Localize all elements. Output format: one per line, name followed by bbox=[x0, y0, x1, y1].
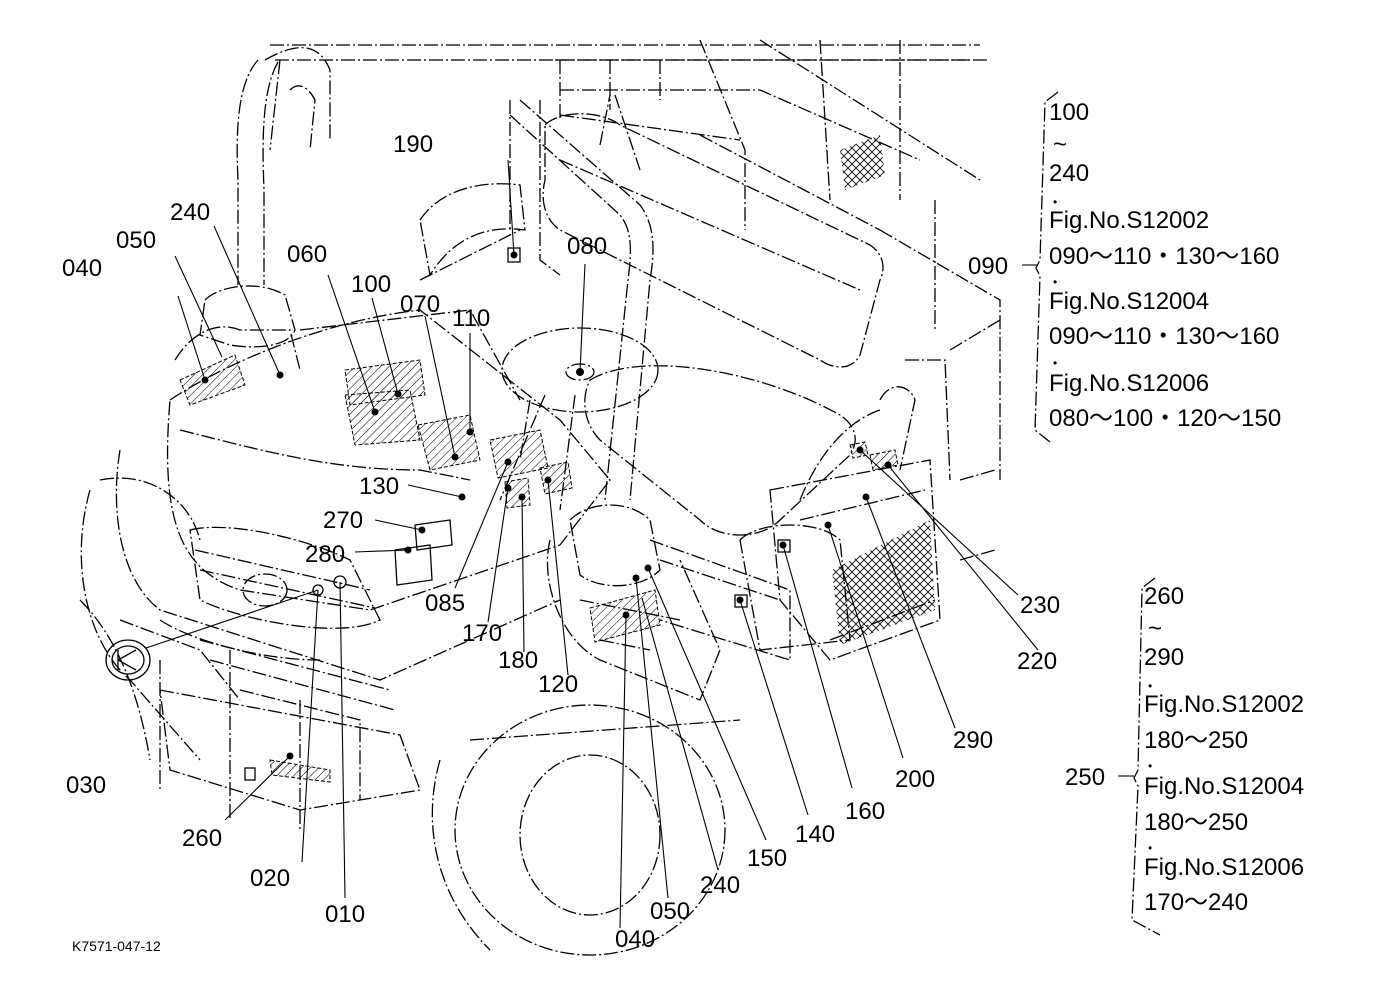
callout-170: 170 bbox=[462, 620, 502, 647]
ref-250-line-12: 170～240 bbox=[1144, 889, 1248, 916]
callout-050-bottom: 050 bbox=[650, 898, 690, 925]
callout-points bbox=[201, 251, 892, 760]
callout-180: 180 bbox=[498, 647, 538, 674]
reference-090: 090 100 ~ 240 • Fig.No.S12002 090～110・13… bbox=[968, 91, 1281, 443]
ref-250-line-1: 260 bbox=[1144, 583, 1184, 610]
ref-090-line-9: 090～110・130～160 bbox=[1049, 323, 1279, 350]
callout-220: 220 bbox=[1017, 648, 1057, 675]
ref-090-line-10: • bbox=[1053, 356, 1057, 370]
callout-130: 130 bbox=[359, 473, 399, 500]
callout-010: 010 bbox=[325, 901, 365, 928]
ref-090-line-8: Fig.No.S12004 bbox=[1049, 288, 1209, 315]
callout-085: 085 bbox=[425, 590, 465, 617]
ref-090-line-7: • bbox=[1053, 275, 1057, 289]
figure-code: K7571-047-12 bbox=[72, 938, 161, 954]
callout-140: 140 bbox=[795, 821, 835, 848]
leader-lines bbox=[145, 159, 1039, 929]
callout-040-bottom: 040 bbox=[615, 926, 655, 953]
callout-120: 120 bbox=[538, 671, 578, 698]
ref-250-line-10: • bbox=[1148, 841, 1152, 855]
callout-190: 190 bbox=[393, 131, 433, 158]
callout-270: 270 bbox=[323, 507, 363, 534]
ref-090-line-6: 090～110・130～160 bbox=[1049, 243, 1279, 270]
callout-080: 080 bbox=[567, 233, 607, 260]
ref-250-line-3: 290 bbox=[1144, 644, 1184, 671]
callout-070: 070 bbox=[400, 291, 440, 318]
callout-150: 150 bbox=[747, 845, 787, 872]
callout-100-main: 100 bbox=[351, 271, 391, 298]
callout-290-main: 290 bbox=[953, 727, 993, 754]
callout-050-top: 050 bbox=[116, 227, 156, 254]
callout-280: 280 bbox=[305, 541, 345, 568]
callout-240-top: 240 bbox=[170, 199, 210, 226]
callout-030: 030 bbox=[66, 772, 106, 799]
ref-090-line-1: 100 bbox=[1049, 99, 1089, 126]
ref-250-line-6: 180～250 bbox=[1144, 727, 1248, 754]
ref-250-line-4: • bbox=[1148, 679, 1152, 693]
ref-250-label: 250 bbox=[1065, 764, 1105, 791]
callout-160: 160 bbox=[845, 798, 885, 825]
callout-060: 060 bbox=[287, 241, 327, 268]
ref-250-line-9: 180～250 bbox=[1144, 809, 1248, 836]
callout-110: 110 bbox=[452, 305, 490, 332]
ref-250-line-5: Fig.No.S12002 bbox=[1144, 691, 1304, 718]
ref-090-label: 090 bbox=[968, 253, 1008, 280]
callout-labels: 190 240 050 040 080 060 100 070 110 130 … bbox=[62, 131, 1060, 954]
ref-090-line-4: • bbox=[1053, 195, 1057, 209]
ref-090-line-11: Fig.No.S12006 bbox=[1049, 370, 1209, 397]
ref-250-line-11: Fig.No.S12006 bbox=[1144, 854, 1304, 881]
ref-090-line-12: 080～100・120～150 bbox=[1049, 405, 1281, 432]
callout-230: 230 bbox=[1020, 592, 1060, 619]
ref-250-line-2: ~ bbox=[1148, 615, 1162, 642]
ref-250-line-8: Fig.No.S12004 bbox=[1144, 773, 1304, 800]
callout-260-main: 260 bbox=[182, 825, 222, 852]
ref-090-line-2: ~ bbox=[1053, 131, 1067, 158]
callout-240-bottom: 240 bbox=[700, 872, 740, 899]
callout-040-top: 040 bbox=[62, 255, 102, 282]
ref-090-line-3: 240 bbox=[1049, 160, 1089, 187]
ref-090-line-5: Fig.No.S12002 bbox=[1049, 207, 1209, 234]
ref-250-line-7: • bbox=[1148, 759, 1152, 773]
callout-020: 020 bbox=[250, 865, 290, 892]
callout-200: 200 bbox=[895, 766, 935, 793]
reference-250: 250 260 ~ 290 • Fig.No.S12002 180～250 • … bbox=[1065, 577, 1304, 936]
